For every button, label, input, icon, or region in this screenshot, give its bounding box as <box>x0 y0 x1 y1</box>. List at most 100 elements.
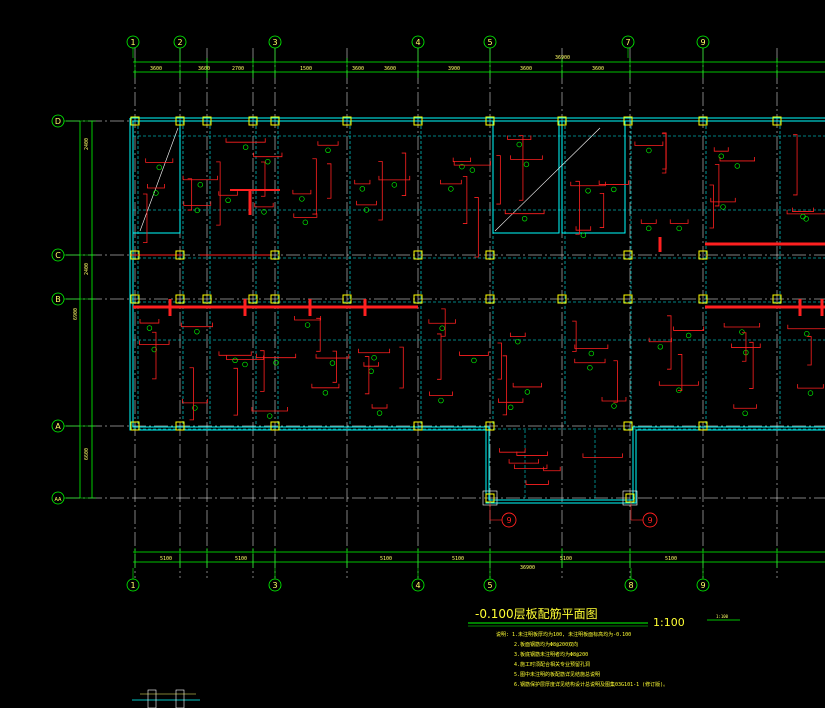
column <box>130 421 140 431</box>
axis-label-left: B <box>55 295 61 304</box>
rebar-tag-circle <box>329 360 336 366</box>
design-notes: 说明: 1.未注明板厚均为100, 未注明板面标高均为-0.100 2.板面钢筋… <box>496 631 668 688</box>
rebar-bar-vertical <box>575 180 580 235</box>
dim-segment-bottom: 5100 <box>560 556 572 562</box>
rebar-tag-circle <box>192 405 198 411</box>
axis-label-top: 1 <box>130 38 135 47</box>
column <box>175 250 185 260</box>
column <box>772 294 782 304</box>
rebar-bar-vertical <box>749 341 754 389</box>
rebar-tag-circle <box>720 204 726 210</box>
rebar-bar <box>733 404 757 409</box>
rebar-bar <box>429 391 453 396</box>
dim-segment-left: 6600 <box>84 448 90 460</box>
column-footing <box>622 490 638 506</box>
axis-bubble-bottom <box>126 578 140 592</box>
rebar-bar <box>713 147 729 152</box>
rebar-bar-vertical <box>793 134 798 196</box>
rebar-tag-circle <box>302 219 309 226</box>
axis-label-left: A <box>55 422 61 431</box>
rebar-bar <box>311 383 340 389</box>
rebar-tag-circle <box>376 410 383 416</box>
rebar-bar <box>574 358 606 364</box>
rebar-tag-circle <box>151 346 157 353</box>
axis-bubble-top <box>268 35 282 49</box>
rebar-tag-circle <box>585 188 591 194</box>
axis-label-bottom: 3 <box>272 581 277 590</box>
dim-segment-left: 2400 <box>84 138 90 150</box>
axis-bubble-top <box>696 35 710 49</box>
rebar-bar <box>723 323 761 328</box>
rebar-bar-vertical <box>364 356 370 395</box>
rebar-bar <box>508 459 539 464</box>
rebar-tag-circle <box>225 197 231 203</box>
axis-bubble-bottom <box>268 578 282 592</box>
rebar-bar-vertical <box>399 346 404 389</box>
rebar-bar <box>354 179 371 185</box>
rebar-bar <box>183 201 212 206</box>
column <box>130 250 140 260</box>
rebar-bar <box>139 340 170 345</box>
rebar-bar-vertical <box>260 350 265 392</box>
rebar-tag-circle <box>676 225 682 232</box>
rebar-bar <box>719 156 755 162</box>
axis-label-top: 5 <box>487 38 492 47</box>
rebar-bar-vertical <box>151 331 157 380</box>
rebar-bar <box>570 181 606 187</box>
column <box>698 250 708 260</box>
column <box>202 116 212 126</box>
dim-segment-bottom: 5100 <box>665 556 677 562</box>
note-line: 说明: 1.未注明板厚均为100, 未注明板面标高均为-0.100 <box>496 631 631 638</box>
rebar-bar <box>452 157 472 163</box>
rebar-bar-vertical <box>661 133 667 174</box>
rebar-bar <box>710 197 736 203</box>
rebar-bar-vertical <box>462 175 468 224</box>
exterior-wall <box>129 117 825 504</box>
rebar-tag-circle <box>804 331 810 337</box>
rebar-bar <box>293 213 318 218</box>
rebar-tag-circle <box>261 209 267 215</box>
column <box>175 421 185 431</box>
rebar-bar <box>598 180 629 185</box>
rebar-bar <box>145 158 174 163</box>
scale-small: 1:100 <box>716 614 729 619</box>
dim-segment-top: 2700 <box>232 66 244 72</box>
column <box>248 116 258 126</box>
rebar-tag-circle <box>304 322 311 328</box>
rebar-tag-circle <box>267 413 273 419</box>
rebar-tag-circle <box>439 325 445 331</box>
column <box>202 294 212 304</box>
rebar-bar <box>428 319 456 324</box>
axis-label-bottom: 4 <box>415 581 420 590</box>
stair-diagonal <box>494 127 601 232</box>
rebar-bar <box>792 207 814 212</box>
rebar-bar <box>601 397 627 402</box>
rebar-bar <box>147 184 165 189</box>
rebar-tag-circle <box>153 190 159 196</box>
axis-label-top: 4 <box>415 38 420 47</box>
axis-label-bottom: 5 <box>487 581 492 590</box>
drawing-title: -0.100层板配筋平面图 <box>475 606 598 621</box>
stair-well-left <box>132 120 181 234</box>
column <box>698 421 708 431</box>
rebar-bar <box>253 152 283 158</box>
rebar-bar <box>525 480 549 485</box>
rebar-tag-circle <box>194 328 200 335</box>
rebar-tag-circle <box>742 410 748 416</box>
rebar-tag-circle <box>657 344 664 350</box>
column <box>485 294 495 304</box>
rebar-bar <box>356 200 377 206</box>
rebar-bar <box>797 384 824 389</box>
rebar-bar <box>634 141 664 146</box>
rebar-bar-vertical <box>677 354 683 391</box>
rebar-bar-vertical <box>332 350 337 383</box>
rebar-tag-circle <box>646 225 652 232</box>
rebar-tag-circle <box>438 397 444 404</box>
rebar-bar-vertical <box>187 178 193 211</box>
rebar-tag-circle <box>242 144 249 150</box>
rebar-bar-vertical <box>667 315 672 370</box>
rebar-bar <box>786 209 825 215</box>
rebar-tag-circle <box>587 365 593 371</box>
